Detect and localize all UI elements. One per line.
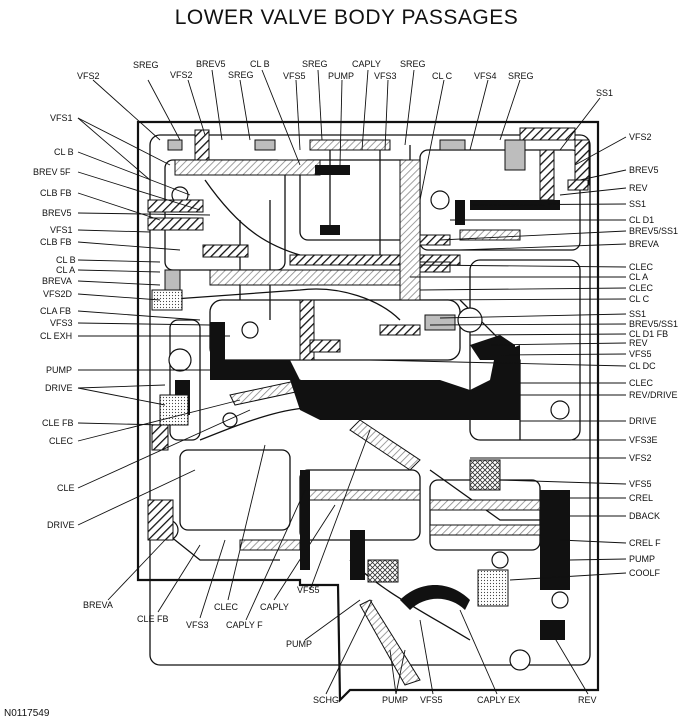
label-right: REV [629, 183, 648, 193]
label-right: DBACK [629, 511, 660, 521]
label-left: DRIVE [45, 383, 73, 393]
label-top: BREV5 [196, 59, 226, 69]
label-right: CL DC [629, 361, 656, 371]
labels-top: SREG VFS2 BREV5 SREG CL B VFS5 SREG PUMP… [133, 59, 613, 98]
label-right: CLEC [629, 378, 654, 388]
label-left: CLE [57, 483, 75, 493]
label-left: PUMP [46, 365, 72, 375]
label-bottom: CLEC [214, 602, 239, 612]
label-bottom: PUMP [286, 639, 312, 649]
label-left: VFS2 [77, 71, 100, 81]
label-top: CL B [250, 59, 270, 69]
label-left: CLB FB [40, 188, 72, 198]
label-left: BREV 5F [33, 167, 71, 177]
label-left: DRIVE [47, 520, 75, 530]
label-top: VFS2 [170, 70, 193, 80]
label-right: BREV5 [629, 165, 659, 175]
label-top: SREG [508, 71, 534, 81]
label-bottom: REV [578, 695, 597, 705]
label-left: CL EXH [40, 331, 72, 341]
label-right: REV [629, 338, 648, 348]
label-bottom: VFS5 [420, 695, 443, 705]
label-right: DRIVE [629, 416, 657, 426]
label-top: CL C [432, 71, 453, 81]
label-bottom: VFS3 [186, 620, 209, 630]
label-right: CLEC [629, 262, 654, 272]
label-right: BREV5/SS1 [629, 226, 678, 236]
label-left: CLE FB [42, 418, 74, 428]
label-right: CREL F [629, 538, 661, 548]
leader-lines [77, 69, 627, 695]
label-bottom: CAPLY [260, 602, 289, 612]
label-bottom: CAPLY EX [477, 695, 520, 705]
label-right: CL D1 [629, 215, 654, 225]
label-top: SREG [400, 59, 426, 69]
label-right: VFS3E [629, 435, 658, 445]
label-left: BREVA [83, 600, 113, 610]
label-left: VFS3 [50, 318, 73, 328]
label-right: VFS5 [629, 349, 652, 359]
label-top: SREG [302, 59, 328, 69]
label-right: CLEC [629, 283, 654, 293]
grey-passages [164, 139, 526, 331]
labels-left: VFS2 VFS1 CL B BREV 5F CLB FB BREV5 VFS1… [33, 71, 113, 610]
label-right: VFS2 [629, 132, 652, 142]
label-right: CREL [629, 493, 653, 503]
label-top: SREG [133, 60, 159, 70]
label-left: CL B [54, 147, 74, 157]
label-right: PUMP [629, 554, 655, 564]
label-left: CL A [56, 265, 75, 275]
label-left: CL B [56, 255, 76, 265]
label-right: REV/DRIVE [629, 390, 678, 400]
label-right: VFS5 [629, 479, 652, 489]
label-bottom: CLE FB [137, 614, 169, 624]
label-top: VFS3 [374, 71, 397, 81]
label-left: VFS2D [43, 289, 73, 299]
figure-code: N0117549 [4, 708, 50, 719]
label-right: CL D1 FB [629, 329, 668, 339]
label-right: SS1 [629, 199, 646, 209]
label-bottom: SCHG [313, 695, 339, 705]
label-top: SREG [228, 70, 254, 80]
label-left: BREV5 [42, 208, 72, 218]
label-right: CL C [629, 294, 650, 304]
label-left: VFS1 [50, 225, 73, 235]
label-top: VFS5 [283, 71, 306, 81]
textured-areas [151, 289, 509, 607]
label-left: VFS1 [50, 113, 73, 123]
label-left: CLEC [49, 436, 74, 446]
labels-bottom: CLE FB VFS3 CLEC CAPLY F CAPLY VFS5 PUMP… [137, 585, 597, 705]
label-bottom: VFS5 [297, 585, 320, 595]
label-top: PUMP [328, 71, 354, 81]
label-right: BREV5/SS1 [629, 319, 678, 329]
striped-passages [174, 139, 541, 686]
label-top: VFS4 [474, 71, 497, 81]
label-right: CL A [629, 272, 648, 282]
label-right: BREVA [629, 239, 659, 249]
label-bottom: PUMP [382, 695, 408, 705]
label-right: SS1 [629, 309, 646, 319]
label-right: COOLF [629, 568, 661, 578]
label-left: CLB FB [40, 237, 72, 247]
label-top: CAPLY [352, 59, 381, 69]
diagram-title: LOWER VALVE BODY PASSAGES [174, 6, 519, 29]
labels-right: VFS2 BREV5 REV SS1 CL D1 BREV5/SS1 BREVA… [629, 132, 678, 578]
label-left: CLA FB [40, 306, 71, 316]
label-top: SS1 [596, 88, 613, 98]
label-right: VFS2 [629, 453, 652, 463]
label-left: BREVA [42, 276, 72, 286]
hatched-passages [147, 127, 590, 541]
label-bottom: CAPLY F [226, 620, 263, 630]
